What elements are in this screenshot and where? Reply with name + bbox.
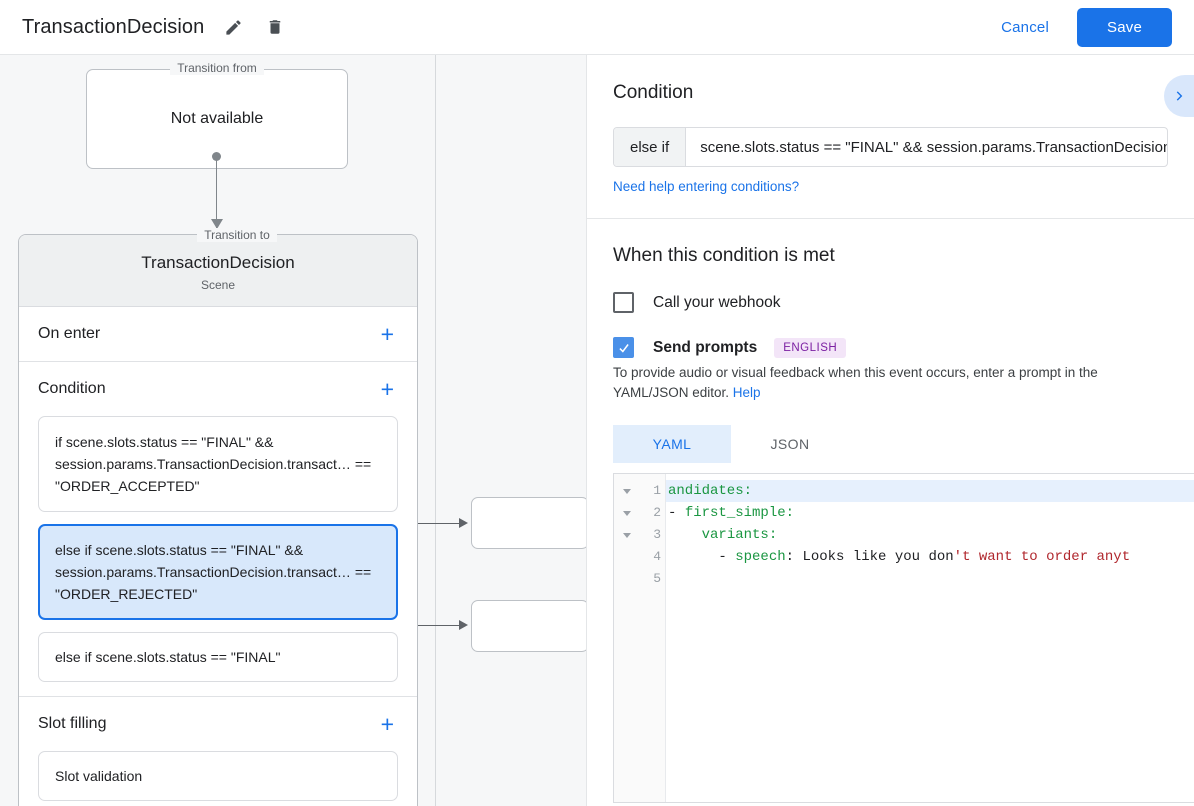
- send-prompts-checkbox[interactable]: [613, 337, 634, 358]
- code-line[interactable]: [666, 568, 1194, 590]
- flow-arrow-icon: [459, 620, 468, 630]
- line-number: 3: [653, 527, 661, 542]
- condition-item-2[interactable]: else if scene.slots.status == "FINAL": [38, 632, 398, 682]
- condition-item-0[interactable]: if scene.slots.status == "FINAL" && sess…: [38, 416, 398, 512]
- line-number: 5: [653, 571, 661, 586]
- code-line[interactable]: - speech: Looks like you don't want to o…: [668, 549, 1131, 565]
- section-title-condition: Condition: [38, 380, 106, 397]
- editor-format-tabs: YAML JSON: [613, 425, 1168, 463]
- fold-toggle-icon: [614, 568, 640, 590]
- prompts-hint-text: To provide audio or visual feedback when…: [613, 363, 1168, 403]
- flow-target-box[interactable]: [471, 497, 586, 549]
- when-condition-heading: When this condition is met: [613, 245, 835, 266]
- page-title: TransactionDecision: [22, 15, 205, 38]
- connector-line: [216, 155, 217, 229]
- scene-header[interactable]: TransactionDecision Scene: [19, 235, 417, 307]
- condition-input-row[interactable]: else if scene.slots.status == "FINAL" &&…: [613, 127, 1168, 167]
- connector-arrow-icon: [211, 219, 223, 229]
- fold-toggle-icon[interactable]: [614, 480, 640, 502]
- editor-code-content[interactable]: andidates: - first_simple: variants: - sp…: [666, 474, 1194, 802]
- panel-heading: Condition: [613, 82, 694, 103]
- transition-from-value: Not available: [170, 110, 264, 127]
- scene-canvas[interactable]: Not available Transition from Transactio…: [0, 55, 586, 806]
- slot-validation-item[interactable]: Slot validation: [38, 751, 398, 801]
- add-condition-button[interactable]: +: [377, 376, 398, 403]
- need-help-conditions-link[interactable]: Need help entering conditions?: [613, 179, 800, 194]
- section-on-enter: On enter +: [19, 307, 417, 362]
- fold-toggle-icon: [614, 546, 640, 568]
- language-badge: ENGLISH: [774, 337, 847, 358]
- section-slot-filling: Slot filling + Slot validation: [19, 697, 417, 806]
- code-line[interactable]: - first_simple:: [668, 505, 795, 521]
- cancel-button[interactable]: Cancel: [987, 10, 1063, 45]
- transition-to-label: Transition to: [37, 228, 437, 242]
- call-webhook-checkbox[interactable]: [613, 292, 634, 313]
- code-line[interactable]: andidates:: [666, 480, 1194, 502]
- add-on-enter-button[interactable]: +: [377, 321, 398, 348]
- add-slot-filling-button[interactable]: +: [377, 711, 398, 738]
- trash-icon[interactable]: [262, 14, 288, 40]
- condition-item-1[interactable]: else if scene.slots.status == "FINAL" &&…: [38, 524, 398, 620]
- editor-fold-column[interactable]: [614, 474, 640, 802]
- scene-subtitle: Scene: [200, 278, 236, 292]
- section-title-on-enter: On enter: [38, 325, 101, 342]
- topbar-actions: Cancel Save: [987, 7, 1172, 47]
- condition-prefix-label: else if: [614, 128, 687, 166]
- top-bar: TransactionDecision Cancel Save: [0, 0, 1194, 55]
- flow-line: [398, 625, 462, 626]
- fold-toggle-icon[interactable]: [614, 524, 640, 546]
- help-link[interactable]: Help: [732, 385, 761, 400]
- line-number: 4: [653, 549, 661, 564]
- flow-line: [398, 523, 462, 524]
- canvas-rail-divider: [435, 55, 436, 806]
- line-number: 1: [653, 483, 661, 498]
- call-webhook-row[interactable]: Call your webhook: [613, 292, 1168, 313]
- tab-yaml[interactable]: YAML: [613, 425, 731, 463]
- line-number: 2: [653, 505, 661, 520]
- condition-expression-input[interactable]: scene.slots.status == "FINAL" && session…: [700, 138, 1167, 156]
- editor-line-numbers: 1 2 3 4 5: [640, 474, 666, 802]
- code-editor[interactable]: 1 2 3 4 5 andidates: - first_simple: variants…: [613, 473, 1194, 803]
- pencil-icon[interactable]: [220, 14, 246, 40]
- code-line[interactable]: variants:: [701, 527, 778, 543]
- transition-from-label: Transition from: [86, 61, 348, 75]
- send-prompts-label: Send prompts: [653, 338, 758, 356]
- title-actions: [220, 14, 288, 40]
- section-condition: Condition + if scene.slots.status == "FI…: [19, 362, 417, 697]
- when-condition-met-section: When this condition is met Call your web…: [587, 219, 1194, 803]
- scene-card: TransactionDecision Scene Transition to …: [18, 228, 418, 806]
- scene-title: TransactionDecision: [141, 253, 295, 272]
- fold-toggle-icon[interactable]: [614, 502, 640, 524]
- save-button[interactable]: Save: [1077, 7, 1172, 47]
- flow-arrow-icon: [459, 518, 468, 528]
- prompts-hint-body: To provide audio or visual feedback when…: [613, 365, 1098, 400]
- call-webhook-label: Call your webhook: [653, 293, 781, 311]
- condition-detail-panel: Condition else if scene.slots.status == …: [586, 55, 1194, 806]
- flow-target-box[interactable]: [471, 600, 586, 652]
- condition-section: Condition else if scene.slots.status == …: [587, 55, 1194, 219]
- chevron-right-icon[interactable]: [1164, 75, 1194, 117]
- section-title-slot-filling: Slot filling: [38, 715, 107, 732]
- send-prompts-row[interactable]: Send prompts ENGLISH: [613, 337, 1168, 358]
- tab-json[interactable]: JSON: [770, 436, 810, 452]
